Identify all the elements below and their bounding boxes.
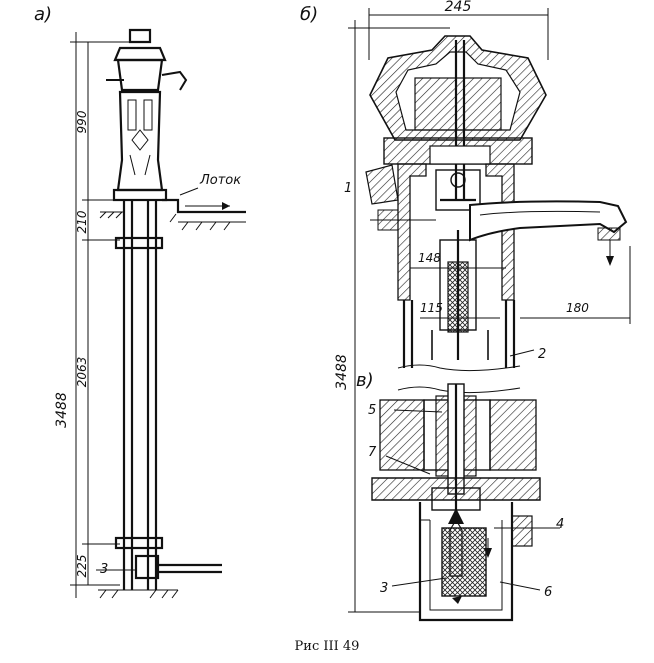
dim-a-990: 990 (75, 110, 89, 133)
dim-b-3488: 3488 (334, 354, 350, 390)
panel-v-section (371, 383, 560, 622)
dim-a-210: 210 (75, 210, 89, 233)
dim-b-245: 245 (445, 0, 472, 15)
dim-a-3488: 3488 (54, 392, 70, 428)
part-2-label: 2 (538, 347, 546, 362)
part-3-label-v: 3 (380, 581, 388, 596)
trough-label: Лоток (199, 173, 241, 188)
panel-b-letter: б) (300, 4, 318, 25)
panel-v-letter: в) (356, 370, 374, 391)
part-4-label: 4 (556, 517, 564, 532)
figure-caption: Рис III 49 (295, 639, 360, 654)
panel-a-letter: а) (34, 4, 52, 25)
panel-a-view (70, 28, 246, 599)
part-1-label: 1 (344, 181, 352, 196)
dim-a-225: 225 (75, 555, 89, 578)
dim-b-180: 180 (566, 301, 589, 315)
panel-b-section (348, 8, 631, 613)
part-5-label: 5 (368, 403, 376, 418)
part-6-label: 6 (544, 585, 552, 600)
part-7-label: 7 (368, 445, 377, 460)
dim-b-148: 148 (418, 251, 441, 265)
dim-a-2063: 2063 (75, 357, 89, 388)
dim-b-115: 115 (420, 301, 443, 315)
part-3-label-a: 3 (100, 562, 108, 577)
